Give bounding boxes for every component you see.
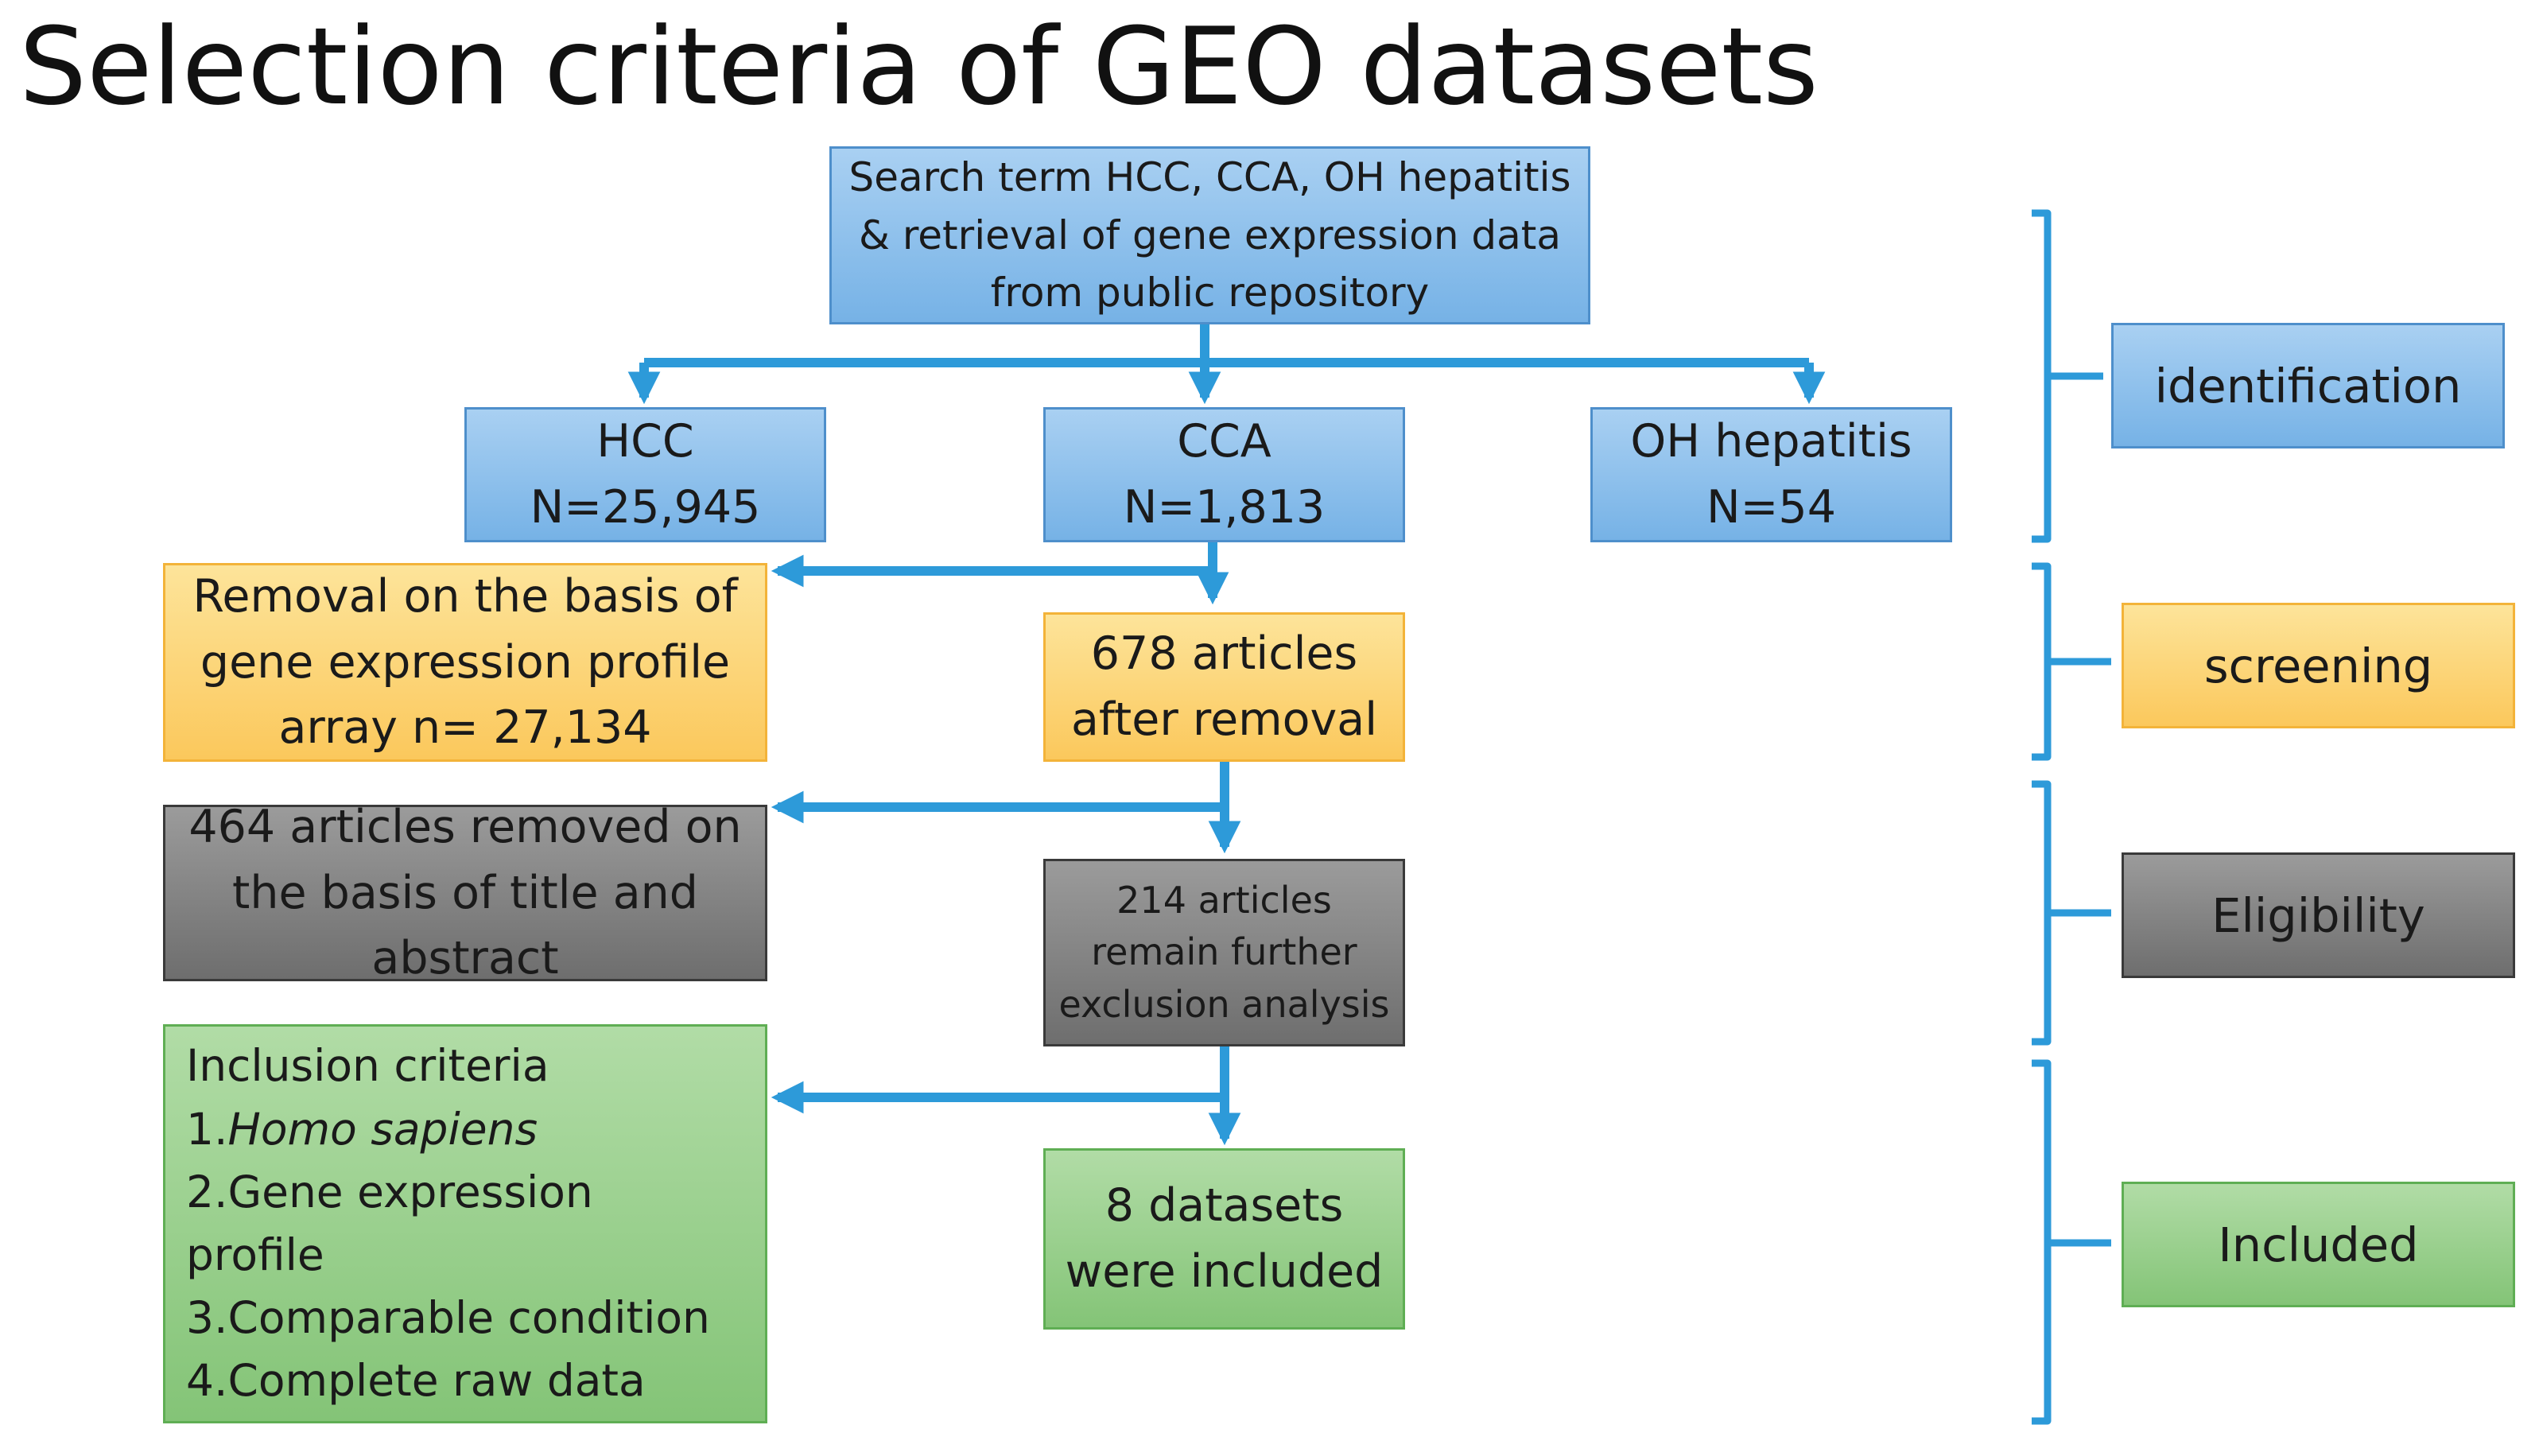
inclusion-item-4-text: Complete raw data xyxy=(227,1355,646,1407)
cca-count: N=1,813 xyxy=(1123,481,1326,534)
remain-box: 214 articles remain further exclusion an… xyxy=(1043,859,1405,1046)
stage-eligibility: Eligibility xyxy=(2122,852,2515,978)
oh-name: OH hepatitis xyxy=(1630,415,1912,468)
hcc-count: N=25,945 xyxy=(530,481,761,534)
remain-line-3: exclusion analysis xyxy=(1058,982,1390,1026)
inclusion-item-2-text: Gene expression xyxy=(227,1166,593,1217)
cca-box: CCA N=1,813 xyxy=(1043,407,1405,542)
included-datasets-box: 8 datasets were included xyxy=(1043,1148,1405,1330)
inclusion-item-3-num: 3. xyxy=(186,1292,228,1344)
search-box-line-2: & retrieval of gene expression data xyxy=(858,212,1562,258)
inclusion-item-2-num: 2. xyxy=(186,1166,228,1217)
removal-line-1: Removal on the basis of xyxy=(192,570,738,623)
inclusion-item-4: 4.Complete raw data xyxy=(186,1349,646,1412)
search-box: Search term HCC, CCA, OH hepatitis & ret… xyxy=(829,146,1590,324)
stage-included: Included xyxy=(2122,1182,2515,1307)
removal-line-3: array n= 27,134 xyxy=(278,701,652,755)
bracket-included xyxy=(2032,1059,2111,1425)
removed-title-line-2: the basis of title and xyxy=(232,866,698,919)
search-box-line-1: Search term HCC, CCA, OH hepatitis xyxy=(848,154,1571,201)
after-removal-line-2: after removal xyxy=(1070,693,1378,746)
remain-line-2: remain further xyxy=(1091,930,1357,974)
inclusion-item-1: 1.Homo sapiens xyxy=(186,1098,538,1161)
inclusion-item-4-num: 4. xyxy=(186,1355,228,1407)
stage-identification: identification xyxy=(2111,323,2505,448)
bracket-screening xyxy=(2032,562,2111,761)
stage-eligibility-label: Eligibility xyxy=(2211,887,2425,943)
stage-included-label: Included xyxy=(2218,1217,2419,1272)
oh-hepatitis-box: OH hepatitis N=54 xyxy=(1590,407,1952,542)
inclusion-item-3-text: Comparable condition xyxy=(227,1292,710,1344)
inclusion-item-3: 3.Comparable condition xyxy=(186,1287,710,1349)
removed-title-line-1: 464 articles removed on xyxy=(188,805,742,854)
stage-identification-label: identification xyxy=(2154,358,2462,414)
hcc-box: HCC N=25,945 xyxy=(464,407,826,542)
inclusion-item-2-cont: profile xyxy=(186,1224,324,1287)
cca-name: CCA xyxy=(1177,415,1271,468)
after-removal-line-1: 678 articles xyxy=(1090,627,1358,681)
stage-screening: screening xyxy=(2122,603,2515,728)
inclusion-item-1-text: Homo sapiens xyxy=(227,1103,538,1155)
search-box-line-3: from public repository xyxy=(990,270,1430,316)
after-removal-box: 678 articles after removal xyxy=(1043,612,1405,762)
included-line-2: were included xyxy=(1065,1245,1384,1298)
oh-count: N=54 xyxy=(1706,481,1836,534)
removed-title-abstract-box: 464 articles removed on the basis of tit… xyxy=(163,805,767,981)
removal-line-2: gene expression profile xyxy=(200,635,731,689)
inclusion-item-2-cont-text: profile xyxy=(186,1229,324,1280)
bracket-eligibility xyxy=(2032,780,2111,1046)
removed-title-line-3: abstract xyxy=(371,932,559,981)
inclusion-item-1-num: 1. xyxy=(186,1103,228,1155)
inclusion-criteria-box: Inclusion criteria 1.Homo sapiens 2.Gene… xyxy=(163,1024,767,1423)
hcc-name: HCC xyxy=(596,415,694,468)
inclusion-heading: Inclusion criteria xyxy=(186,1040,549,1092)
stage-screening-label: screening xyxy=(2203,638,2433,693)
bracket-identification xyxy=(2032,209,2103,543)
included-line-1: 8 datasets xyxy=(1105,1179,1344,1233)
page-title: Selection criteria of GEO datasets xyxy=(19,5,1819,129)
inclusion-item-2: 2.Gene expression xyxy=(186,1161,593,1224)
removal-box: Removal on the basis of gene expression … xyxy=(163,563,767,762)
remain-line-1: 214 articles xyxy=(1116,879,1332,922)
